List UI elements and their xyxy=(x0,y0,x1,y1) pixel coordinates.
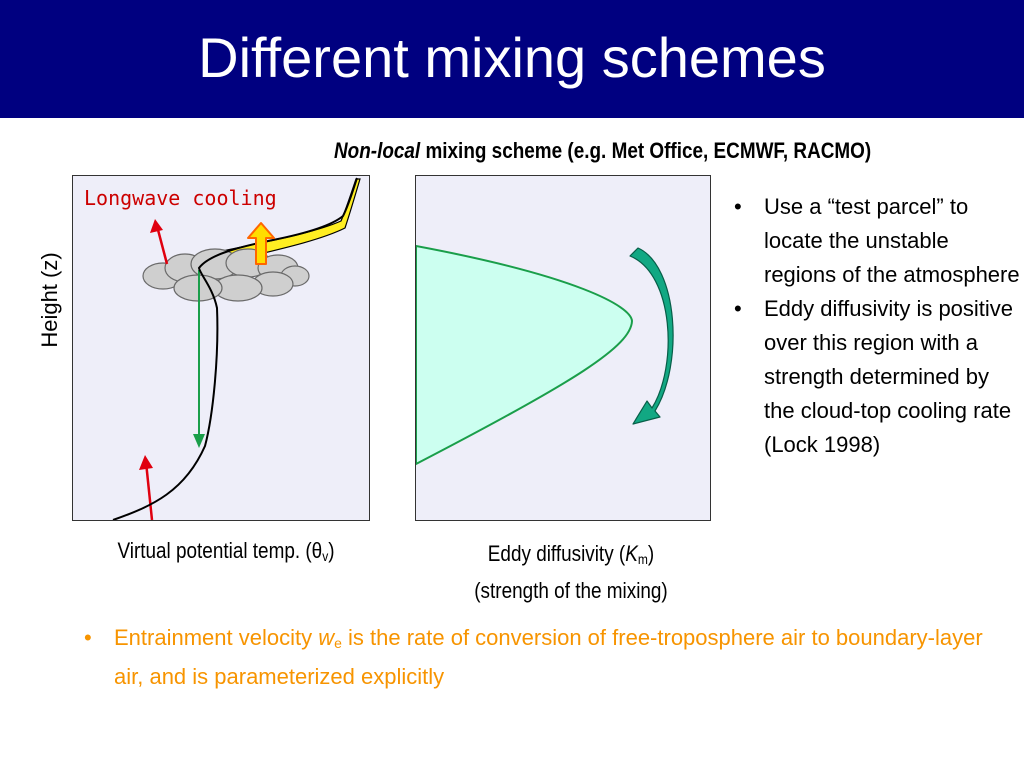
cloud-icon xyxy=(142,248,310,302)
entrainment-arrow-icon xyxy=(247,222,275,265)
longwave-cooling-label: Longwave cooling xyxy=(84,186,277,210)
bullet-marker: • xyxy=(84,625,92,650)
list-item-text: Use a “test parcel” to locate the unstab… xyxy=(764,194,1020,287)
eddy-diffusivity-axis-label: Eddy diffusivity (Km)(strength of the mi… xyxy=(474,541,668,603)
test-parcel-line xyxy=(193,270,205,448)
list-item-text: Eddy diffusivity is positive over this r… xyxy=(764,296,1014,457)
diagram-subtitle: Non-local mixing scheme (e.g. Met Office… xyxy=(334,138,919,164)
explanation-list: • Use a “test parcel” to locate the unsta… xyxy=(730,190,1020,462)
list-item: • Eddy diffusivity is positive over this … xyxy=(730,292,1020,462)
potential-temperature-diagram xyxy=(112,177,361,520)
potential-temperature-axis-label: Virtual potential temp. (θv) xyxy=(117,538,335,564)
potential-temperature-panel xyxy=(72,175,370,521)
diffusivity-profile xyxy=(416,244,634,466)
potential-temperature-profile xyxy=(112,177,358,520)
height-axis-label: Height (z) xyxy=(37,252,62,348)
bullet-marker: • xyxy=(734,296,742,321)
title-bar: Different mixing schemes xyxy=(0,0,1024,118)
slide-title: Different mixing schemes xyxy=(198,26,826,89)
entrainment-text: Entrainment velocity we is the rate of c… xyxy=(114,625,983,689)
surface-flux-arrow-icon xyxy=(139,455,154,520)
mixing-arrow-icon xyxy=(629,247,674,425)
entrainment-bullet: • Entrainment velocity we is the rate of… xyxy=(84,621,1004,694)
bullet-marker: • xyxy=(734,194,742,219)
subtitle-rest: mixing scheme (e.g. Met Office, ECMWF, R… xyxy=(420,138,872,163)
eddy-diffusivity-diagram xyxy=(416,244,674,466)
list-item: • Use a “test parcel” to locate the unsta… xyxy=(730,190,1020,292)
longwave-arrow-icon xyxy=(150,219,169,265)
eddy-diffusivity-panel xyxy=(415,175,711,521)
subtitle-italic: Non-local xyxy=(334,138,421,163)
